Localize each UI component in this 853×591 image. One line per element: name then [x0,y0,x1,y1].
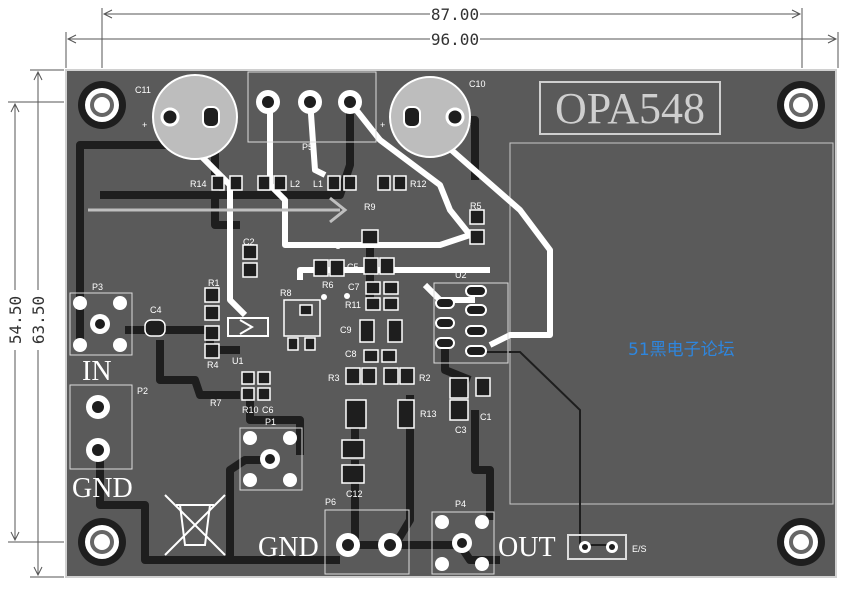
title-frame [539,81,721,135]
ref-r3: R3 [328,373,340,383]
ref-c10: C10 [469,79,486,89]
ref-r10: R10 [242,405,259,415]
ref-c3: C3 [455,425,467,435]
ref-p6: P6 [325,497,336,507]
ref-c2: C2 [243,237,255,247]
ref-r7: R7 [210,398,222,408]
ref-r2: R2 [419,373,431,383]
dimension-left-outer: 63.50 [29,296,48,344]
connector-p5 [247,71,377,143]
ic-u2 [433,282,509,364]
ref-p4: P4 [455,499,466,509]
ref-u1: U1 [232,356,244,366]
ref-p3: P3 [92,282,103,292]
ref-r12: R12 [410,179,427,189]
ref-c9: C9 [340,325,352,335]
ref-r6: R6 [322,280,334,290]
ref-l1: L1 [313,179,323,189]
capacitor-c10: + [380,76,471,158]
ref-p5: P5 [302,142,313,152]
ref-p1: P1 [265,417,276,427]
weee-bin-icon [164,494,226,556]
connector-p2 [69,384,133,470]
ref-c6: C6 [262,405,274,415]
ref-c7: C7 [348,282,360,292]
label-gnd-left: GND [72,473,133,504]
ref-c1: C1 [480,412,492,422]
ref-r13: R13 [420,409,437,419]
smd-row-top [144,175,491,484]
ref-c5: C5 [347,262,359,272]
ic-u1 [227,317,269,337]
connector-p6 [324,509,410,575]
forum-watermark: 51黑电子论坛 [628,340,735,360]
ref-r5: R5 [470,201,482,211]
board-title: OPA548 [555,84,705,133]
dimension-left-inner: 54.50 [6,296,25,344]
heatsink-outline [509,142,834,505]
connector-p1 [239,427,303,491]
ref-c11: C11 [135,85,151,95]
svg-text:+: + [142,120,147,130]
mounting-holes [78,81,825,566]
ref-r4: R4 [207,360,219,370]
connector-p4 [431,511,495,575]
dimension-top-inner: 87.00 [431,5,479,24]
capacitor-c11: + [142,74,238,160]
ref-c8: C8 [345,349,357,359]
ref-p2: P2 [137,386,148,396]
ref-l2: L2 [290,179,300,189]
ref-r8: R8 [280,288,292,298]
label-gnd-bottom: GND [258,532,319,563]
ref-r14: R14 [190,179,207,189]
vias [321,243,350,300]
dimension-top-outer: 96.00 [431,30,479,49]
ref-c12: C12 [346,489,363,499]
label-out: OUT [498,532,556,563]
ref-r9: R9 [364,202,376,212]
ref-u2: U2 [455,270,467,280]
ref-r11: R11 [345,300,361,310]
label-in: IN [82,356,112,387]
connector-p3 [69,292,133,356]
jumper-es [567,534,627,560]
label-es: E/S [632,544,647,554]
silk-labels: C11 C10 P5 R14 L2 L1 R12 R9 R5 C2 C5 R1 … [92,79,492,509]
ref-r1: R1 [208,278,220,288]
svg-text:+: + [380,120,385,130]
ref-c4: C4 [150,305,162,315]
